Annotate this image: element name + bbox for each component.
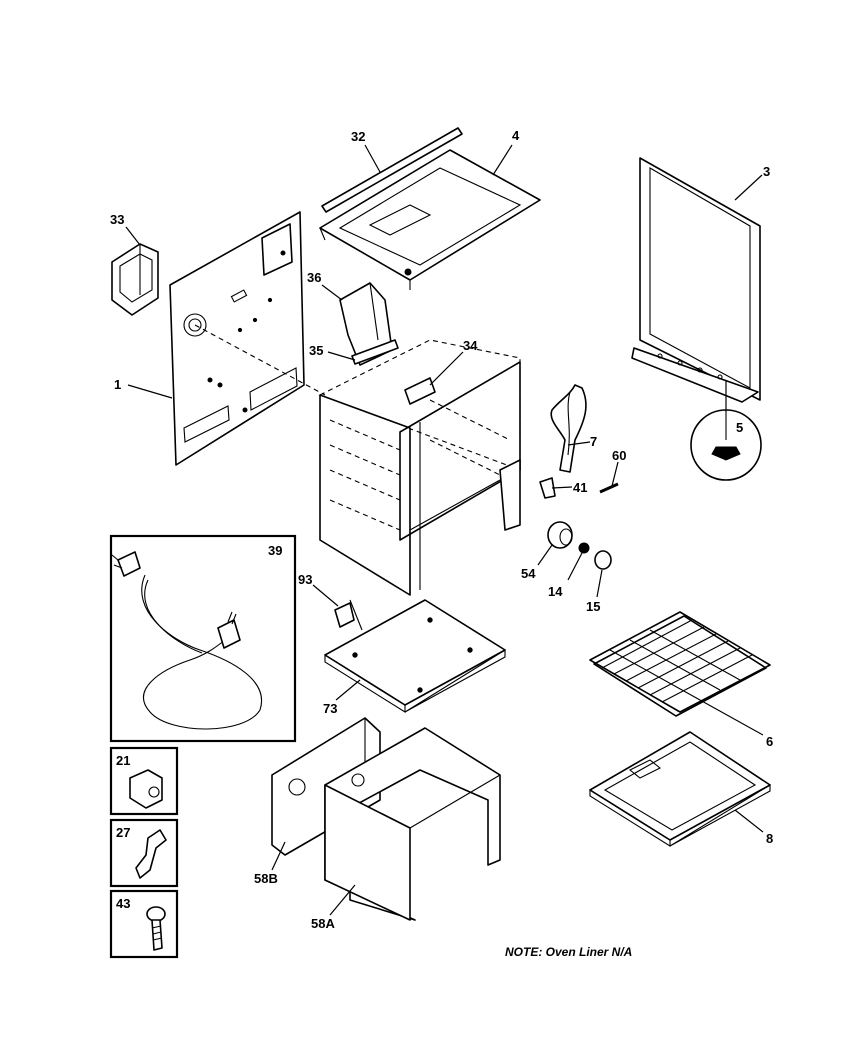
bracket-part-33 [111, 243, 159, 316]
inset-box-43 [109, 889, 179, 959]
switch-part-93 [334, 599, 363, 631]
label-part-54: 54 [521, 566, 536, 581]
back-panel-part-1 [169, 211, 326, 466]
label-part-93: 93 [298, 572, 312, 587]
label-part-6: 6 [766, 734, 773, 749]
label-part-36: 36 [307, 270, 321, 285]
label-part-39: 39 [268, 543, 282, 558]
oven-rack-part-6 [589, 611, 771, 717]
label-part-5: 5 [736, 420, 743, 435]
label-part-21: 21 [116, 753, 130, 768]
label-part-8: 8 [766, 831, 773, 846]
label-part-14: 14 [548, 584, 563, 599]
inset-box-27 [109, 818, 179, 888]
knob-part-54 [547, 521, 573, 549]
label-part-60: 60 [612, 448, 626, 463]
label-part-33: 33 [110, 212, 124, 227]
label-part-7: 7 [590, 434, 597, 449]
pin-part-60 [599, 482, 619, 494]
label-part-15: 15 [586, 599, 600, 614]
inset-box-21 [109, 746, 179, 816]
label-part-43: 43 [116, 896, 130, 911]
drawer-housing-part-58A [324, 727, 501, 921]
oven-body [318, 339, 521, 596]
label-part-32: 32 [351, 129, 365, 144]
leveling-leg-part-5 [690, 380, 762, 481]
label-part-1: 1 [114, 377, 121, 392]
label-part-4: 4 [512, 128, 520, 143]
leader-lines [125, 144, 764, 916]
top-frame-part-4 [319, 149, 541, 290]
label-part-73: 73 [323, 701, 337, 716]
clip-part-41 [539, 477, 556, 499]
label-part-35: 35 [309, 343, 323, 358]
label-part-58A: 58A [311, 916, 335, 931]
label-part-3: 3 [763, 164, 770, 179]
cap-part-15 [594, 550, 612, 570]
label-part-27: 27 [116, 825, 130, 840]
note-oven-liner: NOTE: Oven Liner N/A [505, 945, 632, 959]
wire-harness-part-7 [550, 384, 587, 473]
inset-box-39 [109, 534, 297, 743]
label-part-58B: 58B [254, 871, 278, 886]
bottom-panel-part-73 [324, 599, 506, 713]
spring-part-14 [578, 542, 590, 554]
rail-part-32 [321, 127, 463, 213]
gasket-part-35 [351, 339, 399, 365]
label-part-41: 41 [573, 480, 587, 495]
tray-part-8 [589, 731, 771, 847]
bracket-part-34 [404, 377, 436, 405]
label-part-34: 34 [463, 338, 478, 353]
